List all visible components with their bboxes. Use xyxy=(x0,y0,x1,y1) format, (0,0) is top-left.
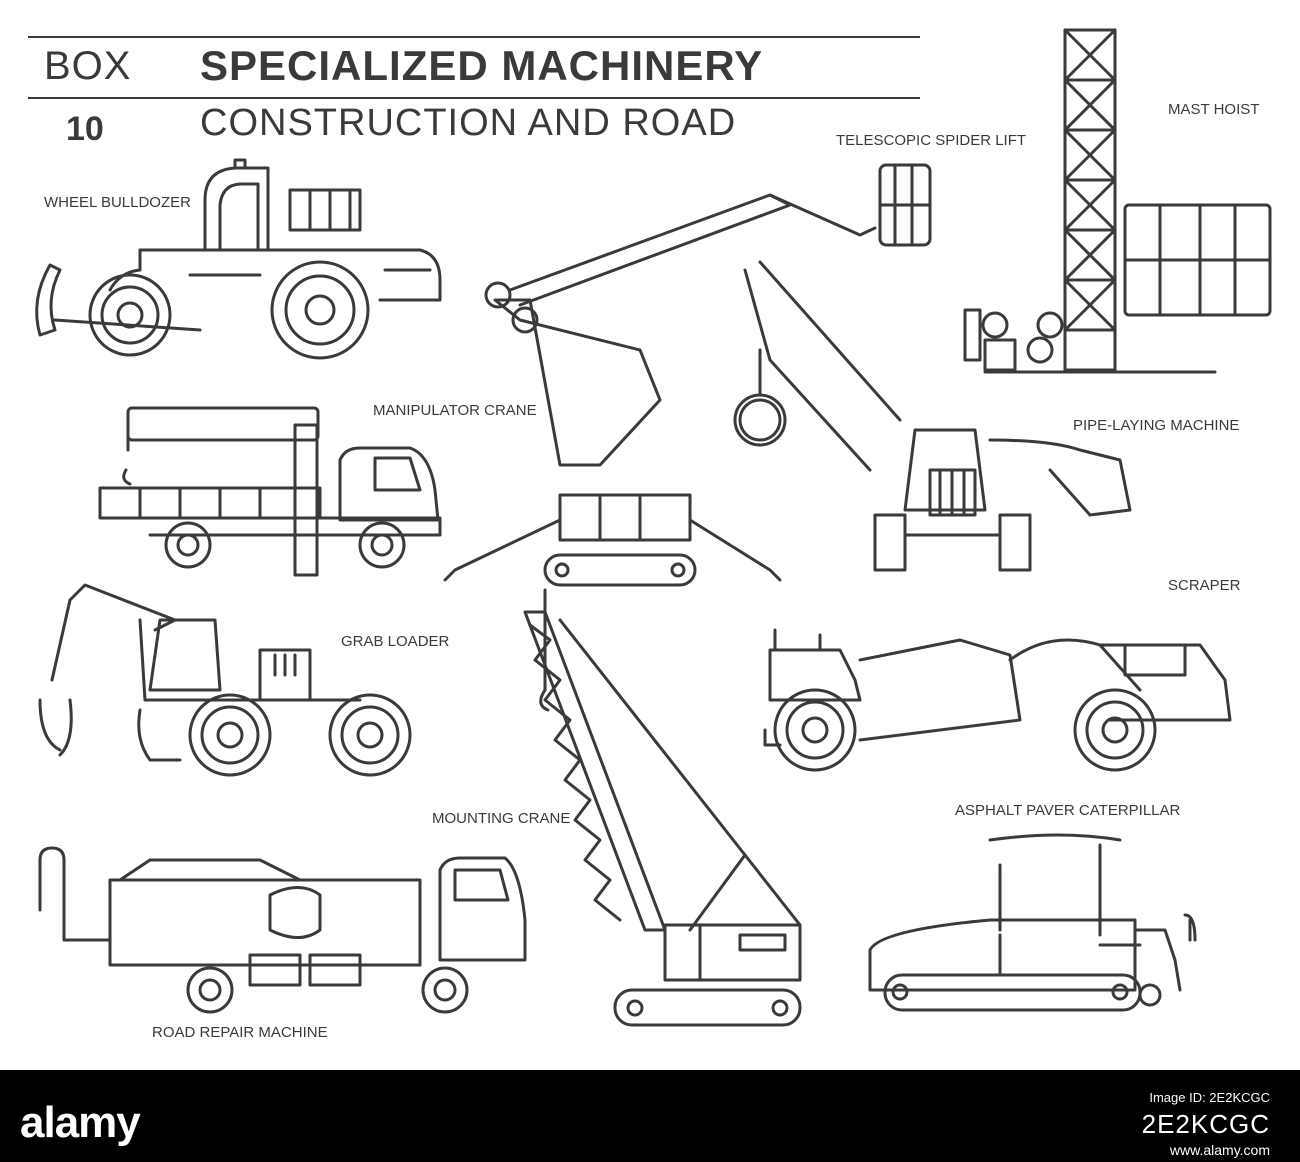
box-label: BOX xyxy=(44,44,132,88)
mast-hoist-icon xyxy=(963,28,1272,374)
label-mast-hoist: MAST HOIST xyxy=(1168,101,1260,118)
telescopic-spider-lift-icon xyxy=(443,163,932,587)
machinery-illustration xyxy=(35,28,1272,1027)
label-wheel-bulldozer: WHEEL BULLDOZER xyxy=(44,194,191,211)
scraper-icon xyxy=(763,628,1232,772)
header-top-rule xyxy=(28,36,920,38)
label-mounting-crane: MOUNTING CRANE xyxy=(432,810,571,827)
footer-code: 2E2KCGC xyxy=(1141,1109,1270,1139)
label-road-repair-machine: ROAD REPAIR MACHINE xyxy=(152,1024,328,1041)
header-bottom-rule xyxy=(28,97,920,99)
footer-site: www.alamy.com xyxy=(1169,1142,1270,1158)
label-manipulator-crane: MANIPULATOR CRANE xyxy=(373,402,537,419)
label-scraper: SCRAPER xyxy=(1168,577,1241,594)
label-pipe-laying-machine: PIPE-LAYING MACHINE xyxy=(1073,417,1240,434)
footer-info: Image ID: 2E2KCGC 2E2KCGC www.alamy.com xyxy=(1142,1088,1270,1160)
label-asphalt-paver: ASPHALT PAVER CATERPILLAR xyxy=(955,802,1181,819)
page-title: SPECIALIZED MACHINERY xyxy=(200,42,764,89)
asphalt-paver-icon xyxy=(868,833,1197,1012)
footer-image-id: Image ID: 2E2KCGC xyxy=(1149,1090,1270,1105)
road-repair-machine-icon xyxy=(38,846,527,1014)
pipe-laying-machine-icon xyxy=(733,260,1132,572)
footer-bar xyxy=(0,1070,1300,1162)
manipulator-crane-icon xyxy=(98,406,442,577)
box-number: 10 xyxy=(66,110,104,148)
alamy-logo: alamy xyxy=(20,1098,141,1147)
grab-loader-icon xyxy=(38,583,412,777)
label-grab-loader: GRAB LOADER xyxy=(341,633,450,650)
mounting-crane-icon xyxy=(523,588,802,1027)
wheel-bulldozer-icon xyxy=(35,158,442,360)
label-telescopic-spider-lift: TELESCOPIC SPIDER LIFT xyxy=(836,132,1027,149)
page-subtitle: CONSTRUCTION AND ROAD xyxy=(200,102,737,144)
